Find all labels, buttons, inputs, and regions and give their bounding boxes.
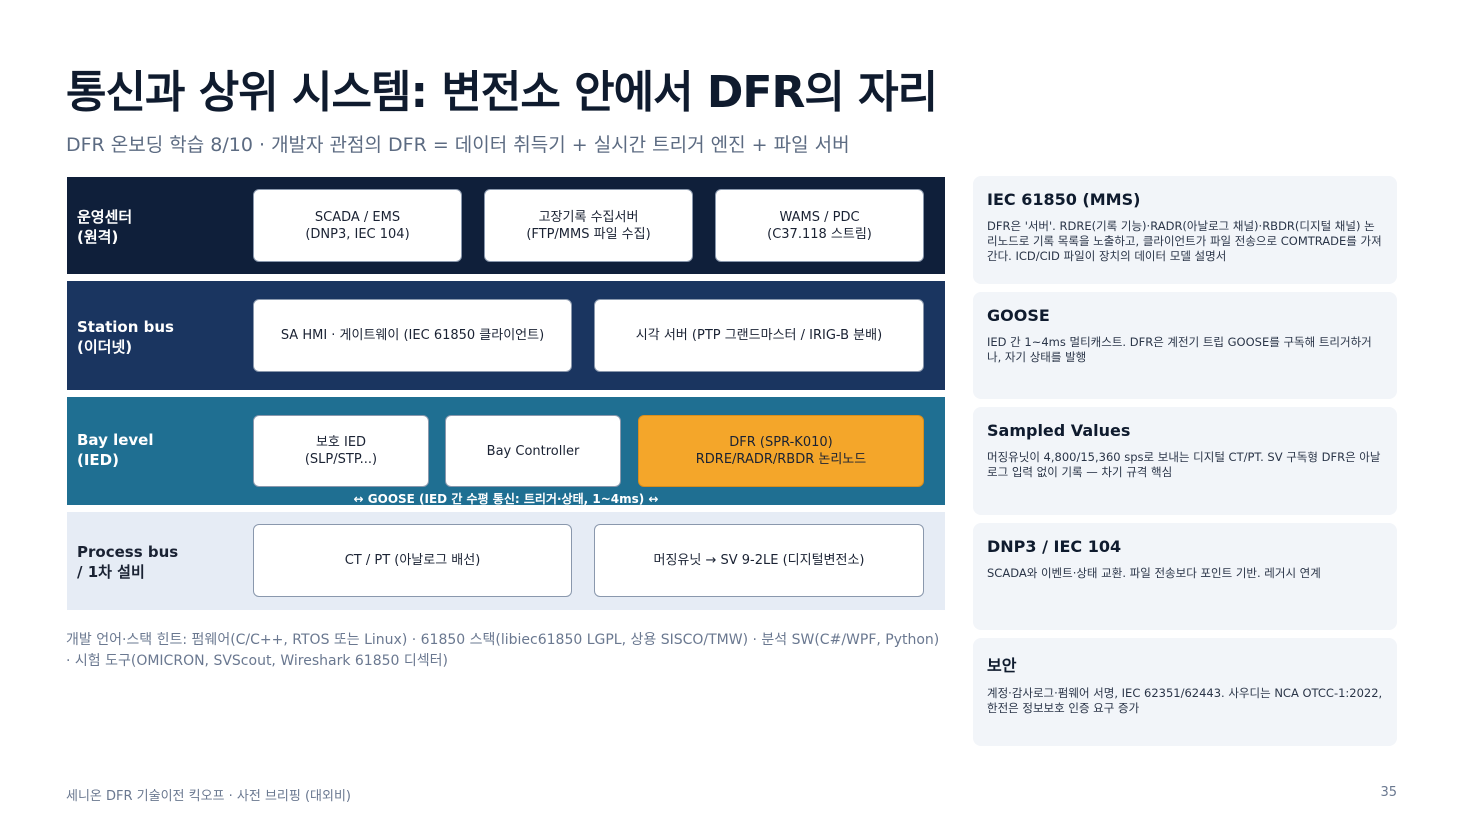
card-iec61850: IEC 61850 (MMS) DFR은 '서버'. RDRE(기록 기능)·R…	[973, 176, 1397, 284]
card-body: IED 간 1~4ms 멀티캐스트. DFR은 계전기 트립 GOOSE를 구독…	[987, 335, 1372, 364]
node-line: 머징유닛 → SV 9-2LE (디지털변전소)	[653, 553, 865, 568]
node-sa-hmi-gateway: SA HMI · 게이트웨이 (IEC 61850 클라이언트)	[253, 299, 572, 372]
node-protection-ied: 보호 IED (SLP/STP...)	[253, 415, 429, 487]
layer-station-bus: Station bus (이더넷) SA HMI · 게이트웨이 (IEC 61…	[67, 281, 945, 390]
node-line: CT / PT (아날로그 배선)	[344, 553, 481, 568]
goose-annotation: ↔ GOOSE (IED 간 수평 통신: 트리거·상태, 1~4ms) ↔	[353, 492, 659, 506]
card-body: DFR은 '서버'. RDRE(기록 기능)·RADR(아날로그 채널)·RBD…	[987, 219, 1382, 263]
node-line: (SLP/STP...)	[304, 452, 378, 467]
layer-control-center: 운영센터 (원격) SCADA / EMS (DNP3, IEC 104) 고장…	[67, 177, 945, 274]
card-title: IEC 61850 (MMS)	[987, 190, 1141, 209]
node-line: SA HMI · 게이트웨이 (IEC 61850 클라이언트)	[280, 328, 545, 343]
node-line: SCADA / EMS	[314, 209, 401, 225]
footer-text: 세니온 DFR 기술이전 킥오프 · 사전 브리핑 (대외비)	[66, 789, 352, 804]
stack-hint: 개발 언어·스택 힌트: 펌웨어(C/C++, RTOS 또는 Linux) ·…	[66, 632, 940, 669]
node-line: (C37.118 스트림)	[767, 226, 872, 242]
card-title: 보안	[987, 656, 1017, 675]
node-line: RDRE/RADR/RBDR 논리노드	[695, 452, 867, 467]
layer-label: 운영센터 (원격)	[77, 208, 133, 246]
layer-label: Bay level (IED)	[77, 431, 154, 469]
node-scada-ems: SCADA / EMS (DNP3, IEC 104)	[253, 189, 462, 262]
node-merging-unit: 머징유닛 → SV 9-2LE (디지털변전소)	[594, 524, 924, 597]
card-security: 보안 계정·감사로그·펌웨어 서명, IEC 62351/62443. 사우디는…	[973, 638, 1397, 746]
page-title: 통신과 상위 시스템: 변전소 안에서 DFR의 자리	[66, 67, 938, 118]
node-line: 보호 IED	[315, 435, 367, 450]
card-body: 계정·감사로그·펌웨어 서명, IEC 62351/62443. 사우디는 NC…	[987, 686, 1383, 715]
layer-process-bus: Process bus / 1차 설비 CT / PT (아날로그 배선) 머징…	[67, 512, 945, 610]
card-body: 머징유닛이 4,800/15,360 sps로 보내는 디지털 CT/PT. S…	[987, 450, 1381, 479]
node-line: 고장기록 수집서버	[538, 209, 639, 225]
node-line: (DNP3, IEC 104)	[305, 226, 410, 242]
card-body: SCADA와 이벤트·상태 교환. 파일 전송보다 포인트 기반. 레거시 연계	[987, 566, 1321, 580]
layer-label: Process bus / 1차 설비	[77, 543, 179, 581]
page-number: 35	[1380, 785, 1397, 800]
card-title: Sampled Values	[987, 421, 1131, 440]
node-fault-record-server: 고장기록 수집서버 (FTP/MMS 파일 수집)	[484, 189, 693, 262]
page-subtitle: DFR 온보딩 학습 8/10 · 개발자 관점의 DFR = 데이터 취득기 …	[66, 134, 850, 156]
card-title: DNP3 / IEC 104	[987, 537, 1122, 556]
layer-bay-level: Bay level (IED) 보호 IED (SLP/STP...) Bay …	[67, 397, 945, 506]
node-line: DFR (SPR-K010)	[729, 435, 833, 450]
node-ct-pt: CT / PT (아날로그 배선)	[253, 524, 572, 597]
card-title: GOOSE	[987, 306, 1050, 325]
card-sampled-values: Sampled Values 머징유닛이 4,800/15,360 sps로 보…	[973, 407, 1397, 515]
node-time-server: 시각 서버 (PTP 그랜드마스터 / IRIG-B 분배)	[594, 299, 924, 372]
node-line: WAMS / PDC	[779, 209, 860, 225]
node-line: Bay Controller	[486, 443, 580, 459]
card-dnp3-iec104: DNP3 / IEC 104 SCADA와 이벤트·상태 교환. 파일 전송보다…	[973, 523, 1397, 630]
node-bay-controller: Bay Controller	[445, 415, 621, 487]
layer-label: Station bus (이더넷)	[77, 318, 174, 356]
node-line: (FTP/MMS 파일 수집)	[526, 226, 651, 242]
node-dfr: DFR (SPR-K010) RDRE/RADR/RBDR 논리노드	[638, 415, 924, 487]
node-line: 시각 서버 (PTP 그랜드마스터 / IRIG-B 분배)	[635, 328, 883, 343]
card-goose: GOOSE IED 간 1~4ms 멀티캐스트. DFR은 계전기 트립 GOO…	[973, 292, 1397, 399]
node-wams-pdc: WAMS / PDC (C37.118 스트림)	[715, 189, 924, 262]
